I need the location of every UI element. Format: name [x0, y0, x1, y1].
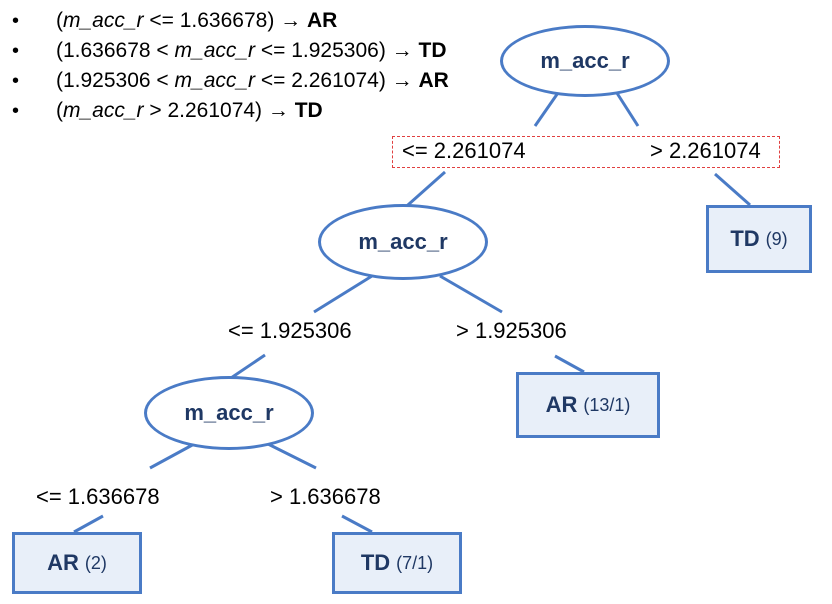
leaf-class: TD — [360, 550, 391, 575]
root-node: m_acc_r — [500, 25, 670, 97]
leaf-class: TD — [730, 226, 760, 251]
leaf-ar-2: AR(2) — [12, 532, 142, 594]
rules-list: •(m_acc_r <= 1.636678) → AR •(1.636678 <… — [8, 6, 449, 126]
node2-left-edge-label: <= 1.925306 — [228, 318, 352, 343]
edge-root-right — [613, 89, 640, 127]
edge-node3-right — [265, 441, 317, 470]
leaf-count: (13/1) — [583, 394, 631, 415]
node3-label: m_acc_r — [184, 400, 274, 425]
node3-left-edge-label: <= 1.636678 — [36, 484, 160, 509]
edge-to-td9 — [714, 172, 751, 207]
leaf-td-7: TD(7/1) — [332, 532, 462, 594]
rule-item: •(m_acc_r <= 1.636678) → AR — [12, 9, 338, 32]
root-left-edge-label: <= 2.261074 — [402, 138, 526, 163]
root-right-edge-label: > 2.261074 — [650, 138, 761, 163]
edge-to-td7 — [341, 514, 373, 534]
node3-right-edge-label: > 1.636678 — [270, 484, 381, 509]
rule-item: •(1.636678 < m_acc_r <= 1.925306) → TD — [12, 39, 447, 62]
leaf-ar-13: AR(13/1) — [516, 372, 660, 438]
leaf-count: (2) — [84, 552, 107, 573]
leaf-class: AR — [47, 550, 79, 575]
leaf-count: (7/1) — [396, 552, 434, 573]
edge-node2-right — [439, 274, 503, 314]
rule-item: •(1.925306 < m_acc_r <= 2.261074) → AR — [12, 69, 449, 92]
node2-right-edge-label: > 1.925306 — [456, 318, 567, 343]
leaf-count: (9) — [765, 228, 788, 249]
leaf-td-9: TD(9) — [706, 205, 812, 273]
node2: m_acc_r — [318, 204, 488, 280]
edge-to-ar2 — [73, 514, 104, 534]
leaf-class: AR — [545, 392, 578, 417]
root-node-label: m_acc_r — [540, 48, 630, 73]
edge-to-ar13 — [554, 354, 585, 374]
edge-root-left — [533, 89, 562, 127]
edge-node3-left — [149, 441, 197, 470]
node2-label: m_acc_r — [358, 229, 448, 254]
node3: m_acc_r — [144, 376, 314, 450]
rule-item: •(m_acc_r > 2.261074) → TD — [12, 99, 323, 122]
root-split-highlight — [392, 136, 780, 168]
edge-node2-left — [313, 274, 373, 314]
